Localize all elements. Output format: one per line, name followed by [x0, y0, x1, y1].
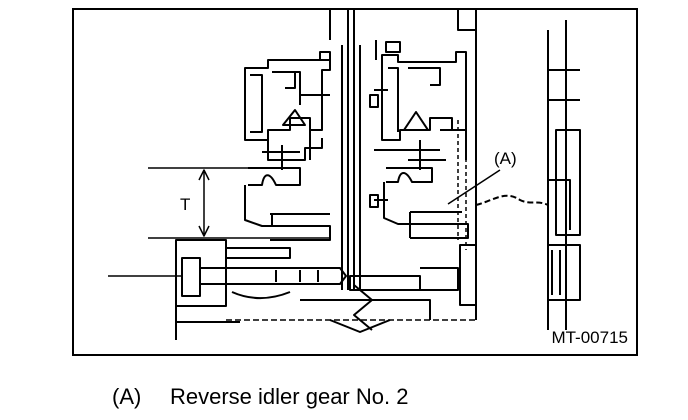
- left-gear-assembly: [244, 51, 331, 241]
- callout-a-leader: [447, 169, 501, 205]
- legend-key: (A): [112, 384, 142, 409]
- legend-entry-a: (A) Reverse idler gear No. 2: [112, 384, 408, 410]
- figure-code: MT-00715: [551, 328, 628, 347]
- dimension-t: [108, 167, 330, 277]
- callout-label-a: (A): [494, 149, 517, 168]
- right-housing: [475, 20, 581, 330]
- lower-housing: [175, 239, 477, 340]
- main-shaft: [320, 10, 377, 290]
- dimension-label-t: T: [180, 195, 190, 214]
- legend-text: Reverse idler gear No. 2: [170, 384, 409, 409]
